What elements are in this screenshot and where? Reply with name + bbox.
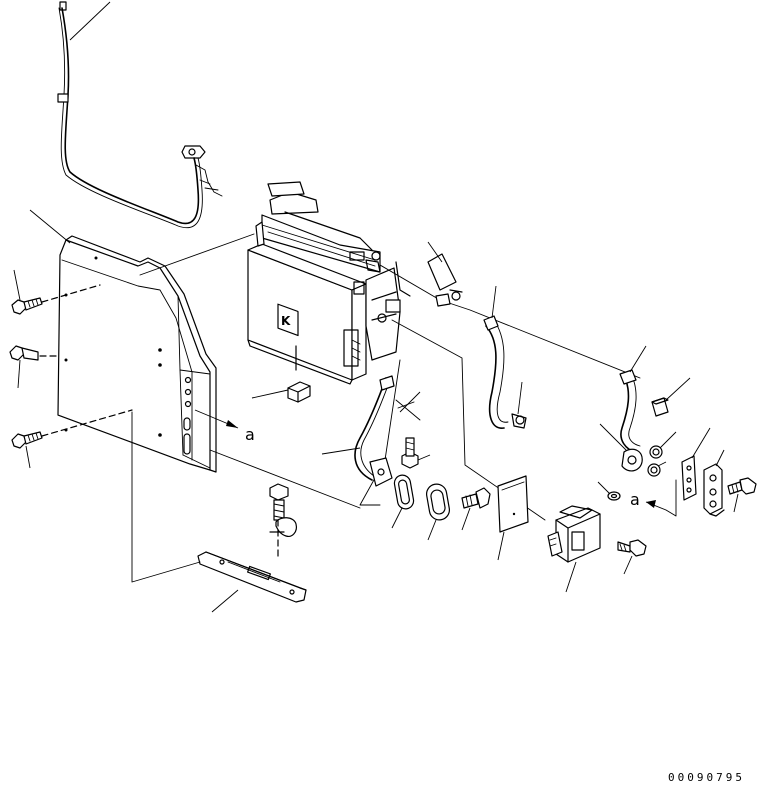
leader-line xyxy=(497,531,505,561)
leader-line xyxy=(623,555,633,575)
leader-line xyxy=(359,359,401,506)
hose-clamp xyxy=(435,289,463,307)
dashed-leader xyxy=(41,409,133,437)
svg-text:K: K xyxy=(281,314,291,328)
relay-unit xyxy=(547,505,601,563)
wire-harness xyxy=(57,1,223,228)
hose-1 xyxy=(483,315,527,429)
leader-line xyxy=(629,345,647,373)
callout-arrowhead xyxy=(226,420,238,428)
bolt-left-3 xyxy=(11,431,43,449)
dashed-leader xyxy=(41,284,101,303)
bracket-plate-1 xyxy=(681,455,697,501)
leader-line xyxy=(25,445,31,469)
bolt-left-1 xyxy=(11,297,43,315)
leader-line xyxy=(251,389,289,399)
leader-line xyxy=(491,285,497,319)
label-tag xyxy=(427,253,457,291)
leader-line xyxy=(565,561,577,593)
reference-number: 00090795 xyxy=(668,771,745,784)
hose-clamp-right xyxy=(647,445,663,477)
leader-line xyxy=(379,264,641,379)
bottom-bracket xyxy=(197,551,307,603)
leader-line xyxy=(733,493,739,513)
rubber-block xyxy=(287,381,311,403)
bracket-plate-2 xyxy=(703,463,725,517)
leader-line xyxy=(17,359,21,389)
mounting-bracket xyxy=(365,261,411,361)
bolt-vertical xyxy=(269,483,289,521)
bolt-far-right xyxy=(727,477,757,495)
label-plate xyxy=(497,475,529,533)
bolt-mid xyxy=(461,487,491,509)
hose-2 xyxy=(619,369,641,453)
callout-arrowhead xyxy=(646,500,656,508)
leader-line xyxy=(659,431,677,449)
leader-line xyxy=(391,507,403,529)
leader-line xyxy=(427,519,437,541)
callout-a-left: a xyxy=(245,425,255,444)
washer xyxy=(607,491,621,501)
controller-unit: K xyxy=(247,181,381,385)
elbow-fitting xyxy=(621,448,643,472)
bolt-center xyxy=(401,437,419,469)
leader-line xyxy=(69,1,111,41)
bolt-right xyxy=(617,539,647,557)
cover-panel xyxy=(57,235,217,473)
leader-line xyxy=(657,461,667,467)
leader-line xyxy=(665,479,677,517)
connection-line xyxy=(131,411,201,583)
bolt-left-2 xyxy=(9,345,39,361)
leader-line xyxy=(715,449,725,467)
leader-line xyxy=(321,447,361,455)
leader-line xyxy=(665,377,691,401)
gasket-2 xyxy=(426,483,450,521)
cap xyxy=(651,397,669,417)
leader-line xyxy=(211,589,239,613)
leader-line xyxy=(13,269,21,301)
ground-wire xyxy=(354,375,421,487)
leader-line xyxy=(139,233,255,276)
gasket-1 xyxy=(393,474,415,510)
leader-line xyxy=(29,209,71,244)
leader-line xyxy=(691,427,711,459)
leader-line xyxy=(461,507,471,531)
leader-line xyxy=(417,454,431,461)
leader-line xyxy=(399,391,421,413)
leader-line xyxy=(427,241,443,263)
callout-a-right: a xyxy=(630,490,640,509)
connection-line xyxy=(209,449,361,509)
wire-clip xyxy=(269,517,297,537)
leader-line xyxy=(599,423,627,451)
leader-line xyxy=(517,381,523,415)
leader-line xyxy=(597,481,611,495)
